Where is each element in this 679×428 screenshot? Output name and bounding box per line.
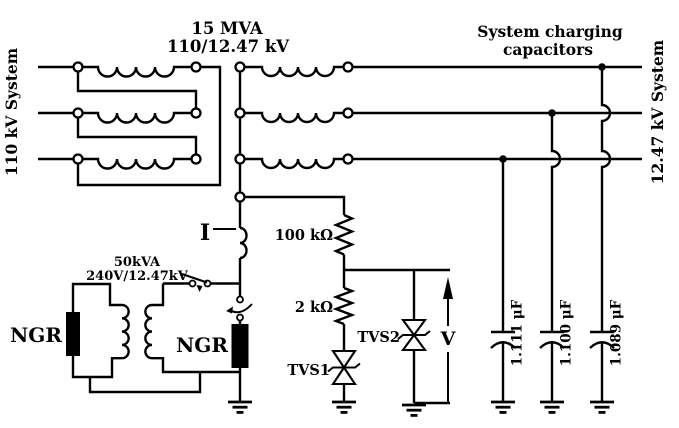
- ground-symbol: [400, 403, 428, 417]
- secondary-wye-section: [234, 61, 642, 228]
- cap-drop-wire-a: [600, 67, 612, 332]
- aux-primary-winding: [121, 303, 130, 360]
- delta-link-b-c: [76, 117, 198, 155]
- secondary-winding-a: [244, 65, 343, 78]
- voltage-arrow: [443, 277, 453, 402]
- aux-left-loop-wire: [71, 282, 122, 312]
- delta-link-c-a: [76, 65, 222, 187]
- terminal-node: [72, 153, 84, 165]
- terminal-node: [190, 153, 202, 165]
- disconnect-arrowhead: [226, 306, 233, 314]
- primary-delta-section: [38, 61, 222, 187]
- switch-blade: [181, 273, 208, 284]
- ngr-left-resistor: [66, 312, 80, 356]
- current-label: I: [200, 220, 210, 246]
- resistor-100k: [332, 213, 356, 256]
- aux-right-top-wire: [152, 283, 165, 307]
- grounding-circuit-section: [66, 226, 254, 414]
- ngr-right-label: NGR: [176, 333, 228, 357]
- terminal-node: [72, 61, 84, 73]
- aux-secondary-winding: [144, 303, 153, 360]
- capacitor-1-label: 1.111 μF: [510, 299, 526, 366]
- secondary-winding-b: [244, 111, 343, 124]
- tvs1-label: TVS1: [287, 362, 330, 379]
- terminal-node: [190, 61, 202, 73]
- neutral-measurement-branch: [244, 195, 453, 417]
- terminal-node: [190, 107, 202, 119]
- secondary-winding-c: [244, 157, 343, 170]
- capacitor-2-label: 1.100 μF: [559, 299, 575, 366]
- aux-transformer-rating: 50kVA: [114, 255, 161, 270]
- cap-drop-wire-b: [550, 113, 562, 332]
- resistor-100k-label: 100 kΩ: [275, 227, 333, 244]
- tvs2-label: TVS2: [357, 329, 400, 346]
- labels: 15 MVA 110/12.47 kV System charging capa…: [2, 19, 667, 379]
- resistor-2k: [332, 286, 356, 326]
- tvs2-symbol: [397, 318, 431, 352]
- left-system-label: 110 kV System: [2, 47, 21, 176]
- neutral-wire: [244, 195, 346, 215]
- ngr-right-resistor: [231, 324, 249, 368]
- capacitor-3-label: 1.089 μF: [609, 299, 625, 366]
- aux-right-bottom-wire: [152, 357, 240, 374]
- terminal-node: [234, 107, 246, 119]
- ground-symbol: [489, 400, 517, 414]
- resistor-2k-label: 2 kΩ: [295, 299, 333, 316]
- tvs1-symbol: [327, 349, 361, 386]
- voltage-label: V: [440, 328, 457, 350]
- aux-left-loop-bottom-wire: [71, 356, 122, 379]
- terminal-node: [342, 61, 354, 73]
- main-transformer-rating: 15 MVA: [191, 19, 262, 38]
- disconnect-pole: [236, 313, 244, 322]
- ngr-left-label: NGR: [10, 323, 62, 347]
- primary-winding-c: [82, 157, 192, 170]
- primary-winding-a: [82, 65, 192, 78]
- terminal-node: [234, 153, 246, 165]
- ground-symbol: [588, 400, 616, 414]
- main-transformer-ratio: 110/12.47 kV: [167, 37, 290, 56]
- switch-arrowhead: [196, 285, 203, 292]
- terminal-node: [342, 107, 354, 119]
- aux-transformer-ratio: 240V/12.47kV: [86, 269, 189, 284]
- ground-symbol: [226, 400, 254, 414]
- charging-caps-title-line2: capacitors: [503, 40, 593, 59]
- switch-pole: [188, 279, 197, 288]
- ground-symbol: [538, 400, 566, 414]
- ground-symbol: [330, 400, 358, 414]
- neutral-node: [234, 191, 246, 203]
- charging-capacitors-section: 1.111 μF 1.100 μF 1.089 μF: [489, 63, 625, 414]
- right-system-label: 12.47 kV System: [648, 39, 667, 184]
- terminal-node: [342, 153, 354, 165]
- charging-caps-title-line1: System charging: [477, 22, 623, 41]
- primary-winding-b: [82, 111, 192, 124]
- terminal-node: [234, 61, 246, 73]
- disconnect-pole: [236, 295, 244, 304]
- terminal-node: [72, 107, 84, 119]
- delta-link-a-b: [76, 71, 198, 109]
- current-sensor-coil: [239, 226, 248, 260]
- bottom-jumper-wire: [88, 372, 202, 394]
